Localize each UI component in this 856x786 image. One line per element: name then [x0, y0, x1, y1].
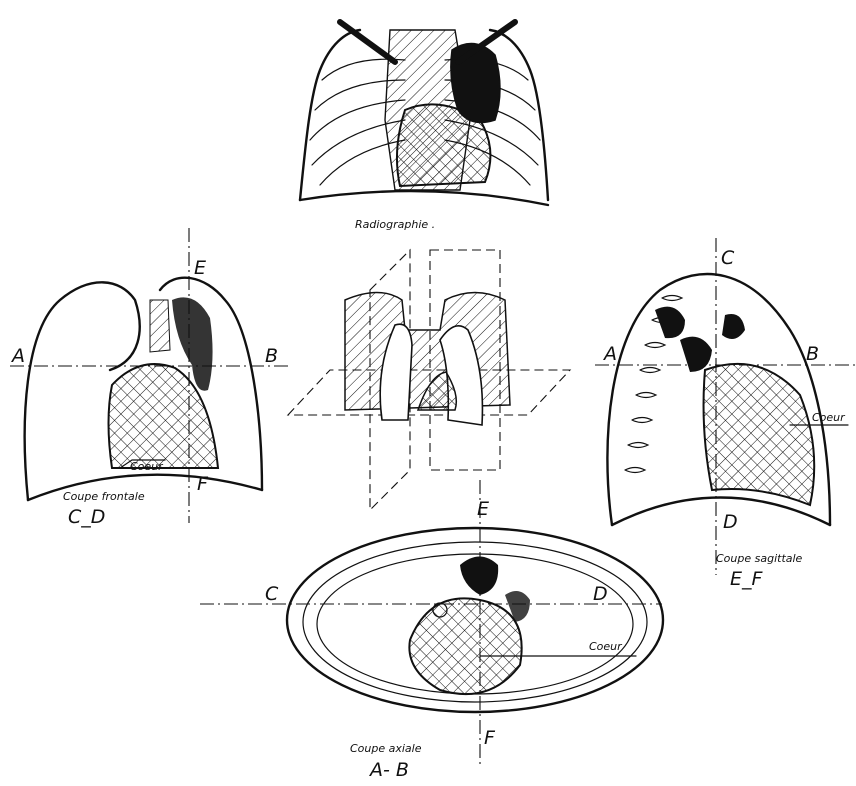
axial-heart-label: Coeur: [589, 640, 623, 653]
axial-label-d: D: [593, 583, 608, 605]
axial-label-e: E: [477, 498, 489, 520]
sagittal-section-figure: A B C D Coeur Coupe sagittale E_F: [595, 238, 855, 590]
sagittal-label-c: C: [721, 247, 735, 269]
frontal-label-b: B: [265, 345, 278, 367]
frontal-plane-label: C_D: [68, 506, 105, 528]
sagittal-plane-label: E_F: [730, 568, 764, 590]
frontal-label-a: A: [10, 345, 25, 367]
center-planes-figure: [288, 250, 570, 510]
radiography-figure: Radiographie .: [300, 22, 548, 231]
radiography-caption: Radiographie .: [355, 218, 435, 231]
frontal-caption: Coupe frontale: [63, 490, 145, 503]
axial-caption: Coupe axiale: [350, 742, 422, 755]
sagittal-label-b: B: [806, 343, 819, 365]
axial-plane-label: A- B: [368, 759, 409, 781]
axial-section-figure: C D E F Coeur Coupe axiale A- B: [200, 480, 663, 781]
sagittal-label-a: A: [602, 343, 617, 365]
sagittal-caption: Coupe sagittale: [716, 552, 803, 565]
frontal-section-figure: A B E F Coeur Coupe frontale C_D: [10, 228, 288, 528]
axial-label-c: C: [265, 583, 279, 605]
axial-label-f: F: [484, 727, 496, 749]
frontal-label-e: E: [194, 257, 206, 279]
frontal-heart-label: Coeur: [130, 460, 164, 473]
sagittal-heart-label: Coeur: [812, 411, 846, 424]
sagittal-label-d: D: [723, 511, 738, 533]
frontal-label-f: F: [197, 473, 209, 495]
